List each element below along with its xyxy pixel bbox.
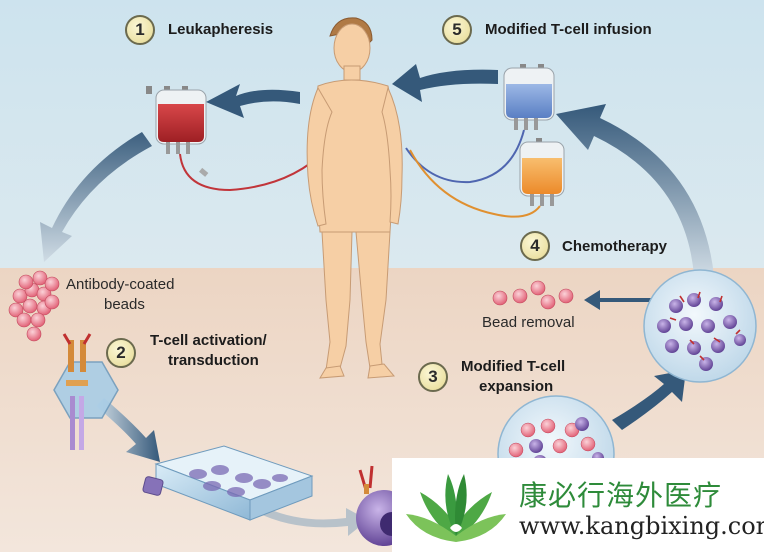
blood-tube [179,149,327,192]
step-3-label: Modified T-cell [461,358,566,375]
step-4-badge: 4 [520,231,550,261]
chemo-tube [409,149,541,218]
chemotherapy-bag [519,138,565,206]
beads-label: Antibody-coated [66,276,175,293]
bead-removal-arrow [584,290,654,310]
bead-removal-label: Bead removal [482,314,575,331]
watermark-banner: 康必行海外医疗 www.kangbixing.com [392,458,764,552]
tcell-tube [405,129,525,184]
lotus-logo-icon [406,474,506,542]
removed-beads [492,280,574,310]
arrow-to-person [392,64,498,102]
antibody-beads-cluster [8,270,60,342]
step-5-badge: 5 [442,15,472,45]
arrow-to-flask [96,398,160,462]
step-1-badge: 1 [125,15,155,45]
step-5-label: Modified T-cell infusion [485,21,652,38]
watermark-chinese-text: 康必行海外医疗 [519,479,723,512]
arrow-flask-to-cell [256,506,368,536]
tcell-infusion-bag [503,64,555,130]
step-3-badge: 3 [418,362,448,392]
step-2-badge: 2 [106,338,136,368]
watermark-url-text: www.kangbixing.com [519,512,764,540]
activation-hexagon [53,333,119,450]
arrow-blood-to-beads [40,132,152,262]
beads-label-line2: beads [104,296,145,313]
expanded-cells-bubble [643,269,757,383]
patient-figure [306,17,403,379]
step-2-label-line2: transduction [168,352,259,369]
blood-bag [146,86,207,154]
step-3-label-line2: expansion [479,378,554,395]
step-1-label: Leukapheresis [168,21,274,38]
arrow-to-blood-bag [206,84,300,118]
culture-flask [142,445,314,521]
step-4-label: Chemotherapy [562,238,668,255]
step-2-label: T-cell activation/ [150,332,267,349]
arrow-bubble-to-bubble [612,370,686,430]
arrow-expansion-to-infusion [556,104,714,276]
